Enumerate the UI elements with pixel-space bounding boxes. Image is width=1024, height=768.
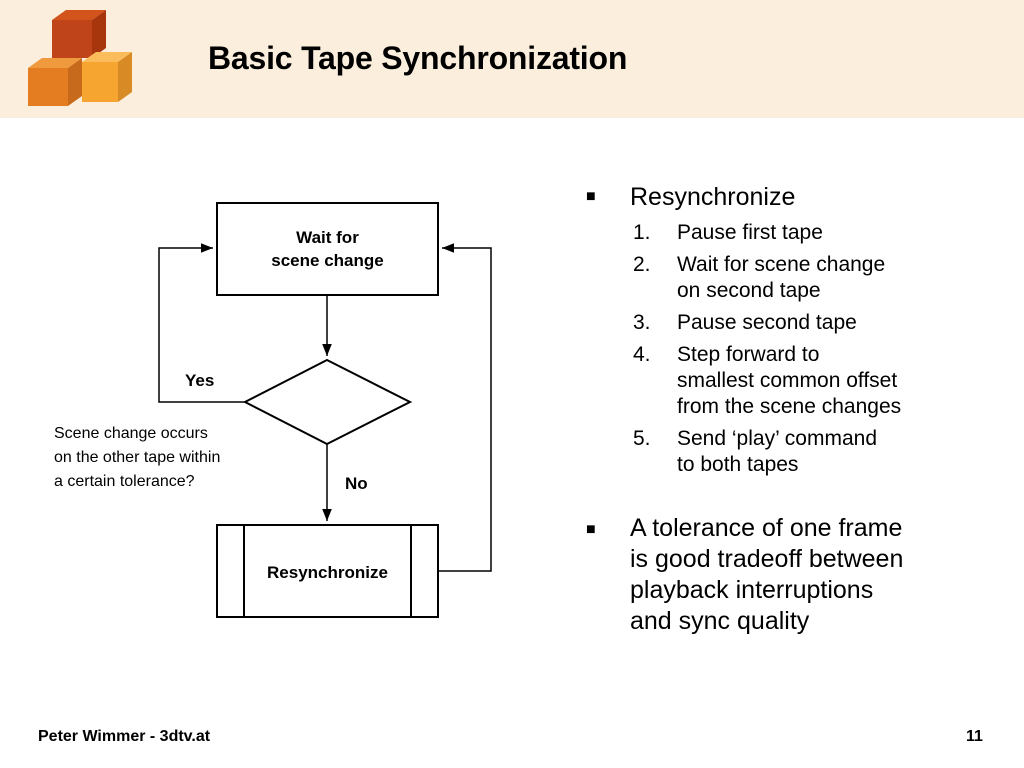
decision-note: Scene change occurs on the other tape wi…: [54, 425, 221, 490]
resync-loop-line: [438, 243, 492, 572]
flowchart: Wait for scene change Yes No Resynchroni…: [0, 118, 560, 698]
square-bullet-icon: ■: [586, 188, 596, 205]
page-number: 11: [966, 728, 983, 745]
footer-author: Peter Wimmer - 3dtv.at: [38, 728, 211, 745]
no-label: No: [345, 474, 368, 493]
slide-title: Basic Tape Synchronization: [208, 40, 628, 76]
cubes-logo-icon: [28, 10, 132, 106]
step-item: 5. Send ‘play’ command to both tapes: [633, 427, 877, 476]
bullet-tolerance: ■ A tolerance of one frame is good trade…: [586, 514, 904, 635]
yes-loop-line: [158, 243, 245, 403]
wait-box-label: Wait for scene change: [271, 228, 384, 270]
step-item: 4. Step forward to smallest common offse…: [633, 343, 902, 418]
steps-list: 1. Pause first tape 2. Wait for scene ch…: [630, 220, 1006, 478]
step-item: 3. Pause second tape: [633, 311, 857, 334]
flowchart-graphics: [158, 202, 492, 618]
wait-box: [216, 202, 439, 296]
resync-box-label: Resynchronize: [267, 563, 388, 582]
yes-label: Yes: [185, 371, 215, 390]
bullet-text: Resynchronize: [630, 183, 796, 211]
bullet-resynchronize: ■ Resynchronize: [586, 180, 1006, 214]
bullet-list: ■ Resynchronize 1. Pause first tape 2. W…: [586, 180, 1006, 637]
step-item: 2. Wait for scene change on second tape: [633, 253, 886, 302]
step-item: 1. Pause first tape: [633, 221, 823, 244]
slide-header: Basic Tape Synchronization: [0, 0, 1024, 118]
square-bullet-icon: ■: [586, 521, 596, 538]
